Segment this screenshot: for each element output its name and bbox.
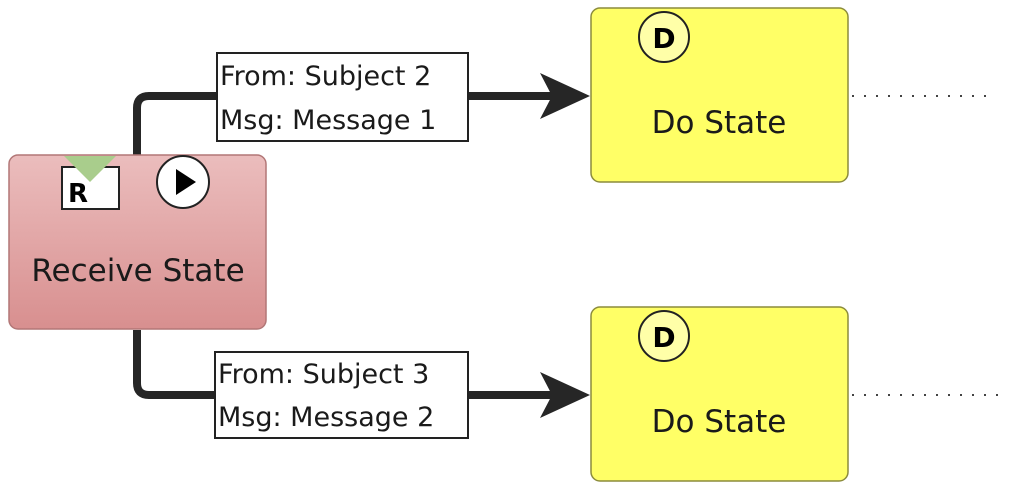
do-state-label: Do State [652, 105, 787, 141]
transition-label-2[interactable]: From: Subject 3 Msg: Message 2 [214, 351, 469, 439]
envelope-receive-icon: R [61, 156, 120, 210]
transition-from-text: From: Subject 2 [220, 61, 431, 92]
transition-msg-text: Msg: Message 2 [218, 402, 434, 433]
transition-label-box [214, 351, 469, 439]
edge-line [133, 92, 555, 155]
do-state-label: Do State [652, 404, 787, 440]
receive-state-label: Receive State [31, 253, 244, 289]
edge-line [133, 330, 555, 399]
do-state-node-1[interactable]: D Do State [590, 7, 849, 183]
do-badge-letter: D [652, 321, 675, 354]
receive-state-node[interactable]: R Receive State [8, 154, 267, 330]
do-state-node-2[interactable]: D Do State [590, 306, 849, 482]
receive-badge-letter: R [68, 179, 88, 209]
do-badge-letter: D [652, 22, 675, 55]
transition-label-1[interactable]: From: Subject 2 Msg: Message 1 [216, 52, 469, 142]
arrowhead-icon [540, 372, 590, 418]
do-badge-icon: D [638, 11, 690, 63]
do-badge-icon: D [638, 310, 690, 362]
receive-state-box [8, 154, 267, 330]
transition-edge-1[interactable] [133, 73, 590, 155]
transition-label-box [216, 52, 469, 142]
arrowhead-icon [540, 73, 590, 119]
do-state-box [590, 306, 849, 482]
transition-from-text: From: Subject 3 [218, 359, 429, 390]
transition-edge-2[interactable] [133, 330, 590, 418]
play-icon [156, 155, 210, 209]
do-state-box [590, 7, 849, 183]
transition-msg-text: Msg: Message 1 [220, 105, 436, 136]
